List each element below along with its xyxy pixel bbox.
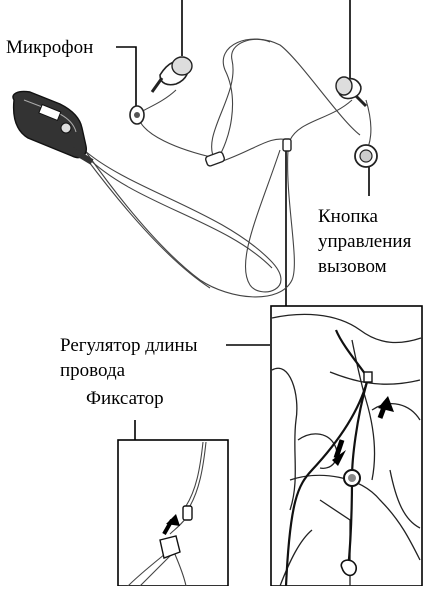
leader-microphone — [116, 47, 136, 110]
call-button-label-line1: Кнопка — [318, 204, 378, 229]
call-button-label-line3: вызовом — [318, 254, 387, 279]
inset-neck-photo — [271, 306, 422, 586]
call-button-label-line2: управления — [318, 229, 411, 254]
microphone-label: Микрофон — [6, 35, 93, 60]
left-earphone — [152, 57, 192, 92]
clip-label: Фиксатор — [86, 386, 164, 411]
headset-body — [13, 91, 92, 162]
length-adjuster-label-line1: Регулятор длины — [60, 333, 197, 358]
right-earphone — [336, 77, 366, 106]
microphone — [130, 106, 144, 124]
inset-clip — [118, 440, 228, 586]
call-control-button — [355, 145, 377, 167]
cord-joints — [205, 139, 291, 167]
length-adjuster-label-line2: провода — [60, 358, 125, 383]
